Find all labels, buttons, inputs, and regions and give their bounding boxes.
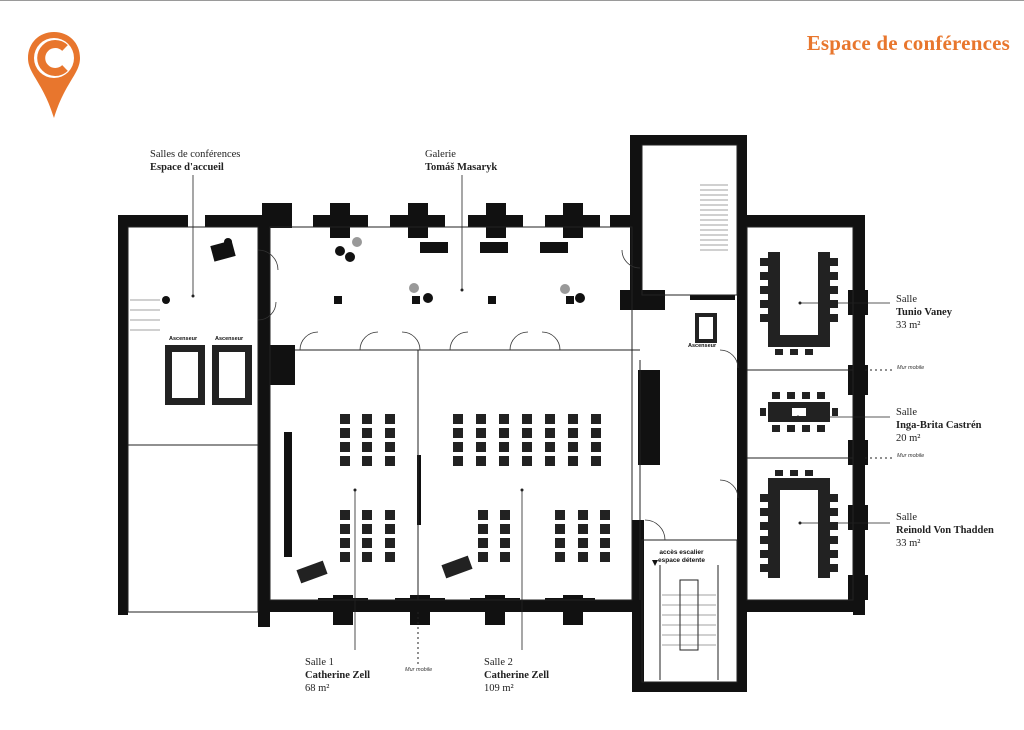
label-salle1-area: 68 m² — [305, 683, 330, 694]
label-mur-mobile-2: Mur mobile — [897, 365, 925, 371]
label-mur-mobile-3: Mur mobile — [897, 453, 925, 459]
label-salle2-area: 109 m² — [484, 683, 514, 694]
label-salle1-line1: Salle 1 — [305, 657, 334, 668]
label-tunio-line1: Salle — [896, 294, 917, 305]
label-acces-escalier: accès escalier espace détente — [658, 549, 705, 565]
label-galerie-line1: Galerie — [425, 149, 456, 160]
label-accueil-line1: Salles de conférences — [150, 149, 241, 160]
label-acces-line2: espace détente — [658, 557, 705, 564]
location-pin-c-icon — [28, 32, 80, 118]
page-title: Espace de conférences — [806, 31, 1010, 55]
label-acces-line1: accès escalier — [659, 549, 704, 556]
label-inga-area: 20 m² — [896, 433, 921, 444]
label-galerie: Galerie Tomáš Masaryk — [425, 148, 497, 174]
label-salle2-line2: Catherine Zell — [484, 670, 550, 681]
label-reinold-line1: Salle — [896, 512, 917, 523]
label-ascenseur-1: Ascenseur — [169, 336, 198, 342]
label-ascenseur-3: Ascenseur — [688, 343, 717, 349]
label-salle-tunio-vaney: Salle Tunio Vaney 33 m² — [896, 293, 952, 332]
label-salle-2: Salle 2 Catherine Zell 109 m² — [484, 656, 549, 695]
label-mur-mobile-1: Mur mobile — [405, 667, 433, 673]
label-accueil-line2: Espace d'accueil — [150, 162, 224, 173]
label-galerie-line2: Tomáš Masaryk — [425, 162, 498, 173]
label-salle-inga-brita: Salle Inga-Brita Castrén 20 m² — [896, 406, 981, 445]
label-reinold-line2: Reinold Von Thadden — [896, 525, 994, 536]
label-salle2-line1: Salle 2 — [484, 657, 513, 668]
top-rule — [0, 0, 1024, 1]
label-ascenseur-2: Ascenseur — [215, 336, 244, 342]
label-salle1-line2: Catherine Zell — [305, 670, 371, 681]
label-tunio-area: 33 m² — [896, 320, 921, 331]
label-espace-accueil: Salles de conférences Espace d'accueil — [150, 148, 240, 174]
label-salle-reinold: Salle Reinold Von Thadden 33 m² — [896, 511, 994, 550]
label-inga-line1: Salle — [896, 407, 917, 418]
label-inga-line2: Inga-Brita Castrén — [896, 420, 982, 431]
label-salle-1: Salle 1 Catherine Zell 68 m² — [305, 656, 370, 695]
label-reinold-area: 33 m² — [896, 538, 921, 549]
label-tunio-line2: Tunio Vaney — [896, 307, 952, 318]
